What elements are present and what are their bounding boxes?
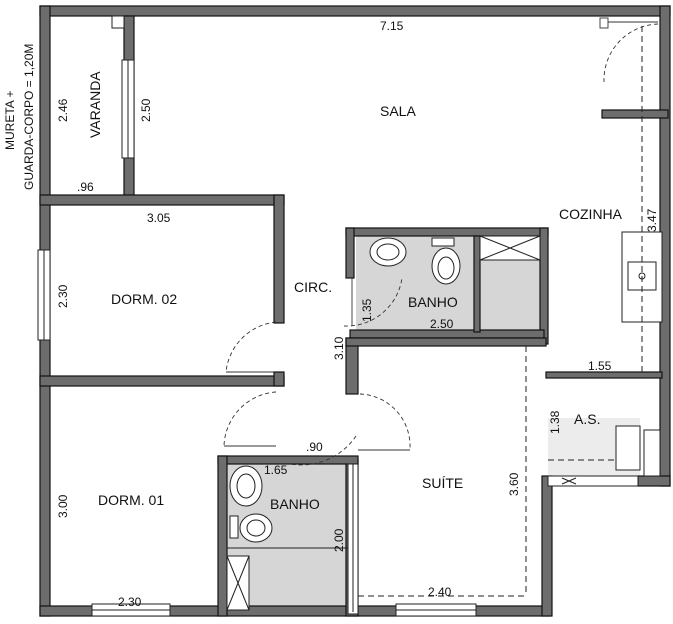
dim-suite-height: 3.60 [507, 472, 521, 496]
dim-as-width: 1.55 [588, 359, 612, 373]
room-dorm01: DORM. 01 [98, 492, 164, 508]
guard-rail-note: MURETA + GUARDA-CORPO = 1,20M [3, 44, 36, 190]
door-swings [223, 17, 659, 466]
room-banho-social: BANHO [408, 294, 458, 310]
dim-as-height: 1.38 [548, 410, 562, 434]
room-circ: CIRC. [294, 279, 332, 295]
dim-banho-suite-width: 1.65 [264, 463, 288, 477]
dim-circ-height: 3.10 [332, 336, 346, 360]
room-dorm02: DORM. 02 [111, 291, 177, 307]
dim-varanda-width: 2.46 [56, 98, 70, 122]
room-suite: SUÍTE [422, 475, 463, 491]
dim-banho-social-width: 2.50 [430, 317, 454, 331]
dim-suite-width: 2.40 [428, 585, 452, 599]
dim-dorm01-height: 3.00 [56, 494, 70, 518]
dim-banho-social-height: 1.35 [360, 298, 374, 322]
dim-sala-width: 7.15 [380, 19, 404, 33]
room-varanda: VARANDA [87, 71, 103, 138]
dim-varanda-height: 2.50 [139, 98, 153, 122]
dim-dorm02-height: 2.30 [56, 284, 70, 308]
dim-dorm01-width: 2.30 [118, 595, 142, 609]
dim-door-width: .90 [306, 440, 323, 454]
note-line2: GUARDA-CORPO = 1,20M [22, 44, 36, 190]
room-as: A.S. [574, 411, 600, 427]
fixtures [37, 15, 663, 617]
dim-banho-suite-height: 2.00 [332, 528, 346, 552]
dim-varanda-bottom: .96 [77, 180, 94, 194]
room-banho-suite: BANHO [270, 496, 320, 512]
dim-cozinha-height: 3.47 [645, 208, 659, 232]
room-sala: SALA [380, 103, 416, 119]
room-cozinha: COZINHA [559, 206, 623, 222]
dim-dorm02-width: 3.05 [147, 211, 171, 225]
note-line1: MURETA + [3, 91, 17, 150]
